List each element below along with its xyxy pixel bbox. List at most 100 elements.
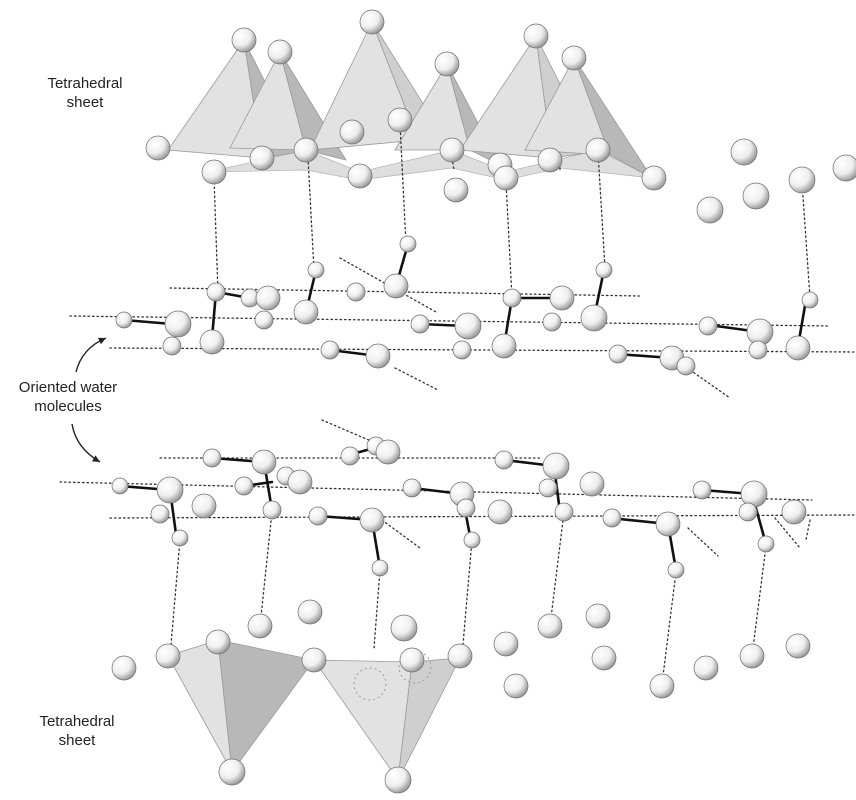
oxygen-atom bbox=[580, 472, 604, 496]
atom bbox=[163, 337, 181, 355]
oxygen-atom bbox=[391, 615, 417, 641]
oxygen-atom bbox=[586, 604, 610, 628]
oxygen-atom bbox=[250, 146, 274, 170]
oxygen-atom bbox=[494, 632, 518, 656]
oxygen-atom bbox=[219, 759, 245, 785]
atom bbox=[116, 312, 132, 328]
dotted-line bbox=[550, 512, 564, 626]
oxygen-atom bbox=[340, 120, 364, 144]
atom bbox=[400, 236, 416, 252]
water-label-line2: molecules bbox=[4, 397, 132, 416]
oxygen-atom bbox=[543, 453, 569, 479]
atom bbox=[112, 478, 128, 494]
atom bbox=[151, 505, 169, 523]
dotted-line bbox=[395, 368, 438, 390]
atom bbox=[699, 317, 717, 335]
atom bbox=[495, 451, 513, 469]
arrowhead-icon bbox=[92, 455, 100, 462]
top-tetrahedral-sheet-label: Tetrahedral sheet bbox=[30, 74, 140, 112]
oxygen-atom bbox=[562, 46, 586, 70]
dotted-line bbox=[506, 182, 512, 298]
oxygen-atom bbox=[488, 500, 512, 524]
dotted-line bbox=[214, 178, 218, 292]
atom bbox=[411, 315, 429, 333]
oxygen-atom bbox=[592, 646, 616, 670]
oxygen-atom bbox=[440, 138, 464, 162]
oxygen-atom bbox=[642, 166, 666, 190]
oxygen-atom bbox=[504, 674, 528, 698]
oxygen-atom bbox=[384, 274, 408, 298]
dotted-line bbox=[752, 546, 766, 656]
dotted-line bbox=[170, 540, 180, 656]
oxygen-atom bbox=[581, 305, 607, 331]
atom bbox=[603, 509, 621, 527]
oxygen-atom bbox=[388, 108, 412, 132]
oriented-water-molecules-label: Oriented water molecules bbox=[4, 378, 132, 416]
top-sheet-label-line2: sheet bbox=[30, 93, 140, 112]
oxygen-atom bbox=[697, 197, 723, 223]
oxygen-atom bbox=[444, 178, 468, 202]
oxygen-atom bbox=[650, 674, 674, 698]
atom bbox=[308, 262, 324, 278]
oxygen-atom bbox=[348, 164, 372, 188]
oxygen-atom bbox=[288, 470, 312, 494]
oxygen-atom bbox=[294, 138, 318, 162]
oxygen-atom bbox=[360, 10, 384, 34]
oxygen-atom bbox=[112, 656, 136, 680]
oxygen-atom bbox=[202, 160, 226, 184]
oxygen-atom bbox=[360, 508, 384, 532]
oxygen-atom bbox=[782, 500, 806, 524]
atom bbox=[453, 341, 471, 359]
oxygen-atom bbox=[268, 40, 292, 64]
atom bbox=[203, 449, 221, 467]
oxygen-atom bbox=[694, 656, 718, 680]
oxygen-atom bbox=[538, 148, 562, 172]
oxygen-atom bbox=[833, 155, 856, 181]
oxygen-atom bbox=[586, 138, 610, 162]
dotted-line bbox=[374, 570, 380, 648]
oxygen-atom bbox=[252, 450, 276, 474]
atom bbox=[464, 532, 480, 548]
atom bbox=[172, 530, 188, 546]
oxygen-atom bbox=[294, 300, 318, 324]
hydrogen-bond-dotted-lines bbox=[60, 124, 856, 684]
atom bbox=[503, 289, 521, 307]
oxygen-atom bbox=[400, 648, 424, 672]
dotted-line bbox=[382, 520, 420, 548]
dotted-line bbox=[462, 540, 472, 656]
oxygen-atom bbox=[455, 313, 481, 339]
dotted-line bbox=[260, 512, 272, 626]
atom bbox=[255, 311, 273, 329]
oxygen-atom bbox=[256, 286, 280, 310]
oxygen-atom bbox=[656, 512, 680, 536]
atom bbox=[207, 283, 225, 301]
oxygen-atom bbox=[741, 481, 767, 507]
atom bbox=[739, 503, 757, 521]
dotted-line bbox=[802, 182, 810, 298]
oxygen-atom bbox=[302, 648, 326, 672]
oxygen-atom bbox=[376, 440, 400, 464]
dotted-line bbox=[662, 572, 676, 684]
oxygen-atom bbox=[789, 167, 815, 193]
oxygen-atom bbox=[494, 166, 518, 190]
atom bbox=[263, 501, 281, 519]
atom bbox=[235, 477, 253, 495]
oxygen-atom bbox=[385, 767, 411, 793]
oxygen-atom bbox=[743, 183, 769, 209]
atom bbox=[347, 283, 365, 301]
atom bbox=[321, 341, 339, 359]
oxygen-atom bbox=[435, 52, 459, 76]
atom bbox=[555, 503, 573, 521]
atom bbox=[749, 341, 767, 359]
atom bbox=[341, 447, 359, 465]
atom bbox=[758, 536, 774, 552]
dotted-line bbox=[690, 370, 730, 398]
oxygen-atom bbox=[538, 614, 562, 638]
atom bbox=[609, 345, 627, 363]
bottom-sheet-label-line2: sheet bbox=[22, 731, 132, 750]
atom bbox=[543, 313, 561, 331]
top-sheet-label-line1: Tetrahedral bbox=[30, 74, 140, 93]
tetrahedron-face bbox=[218, 640, 314, 772]
atom bbox=[596, 262, 612, 278]
